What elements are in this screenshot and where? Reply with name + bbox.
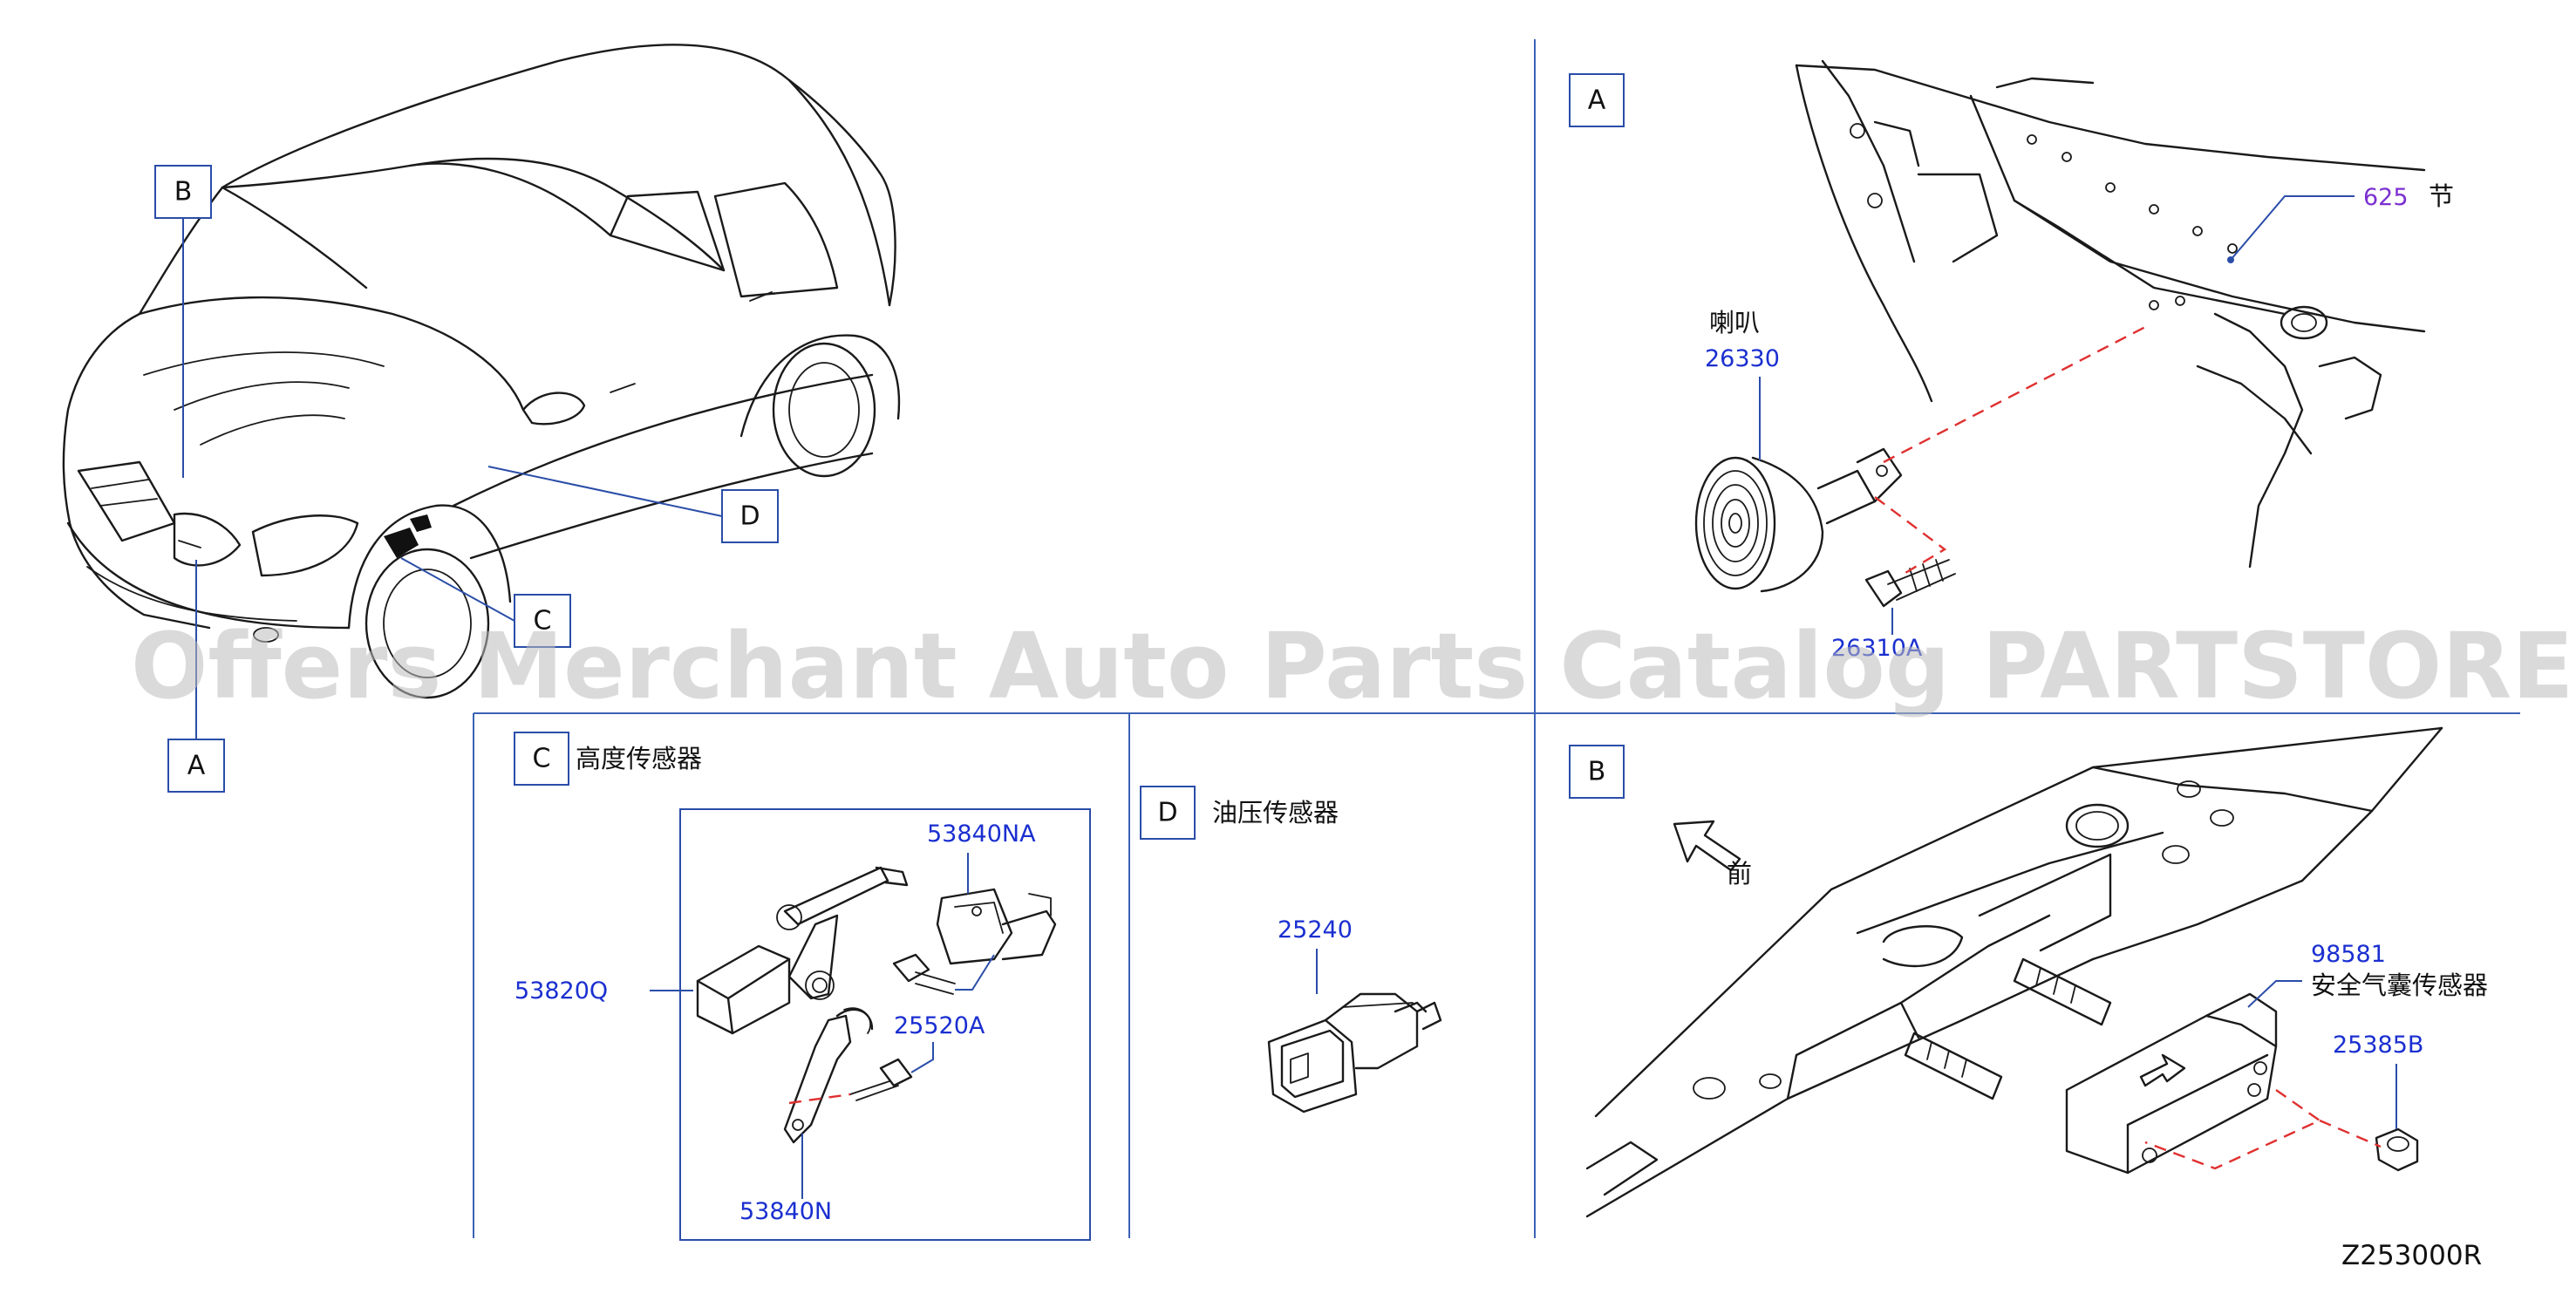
diagram-id: Z253000R	[2341, 1240, 2482, 1271]
callout-c-label: C	[534, 606, 552, 637]
callout-d: D	[721, 489, 779, 543]
oil-pressure-sensor	[1267, 992, 1442, 1114]
panel-a: A	[1569, 59, 2454, 662]
bolt-25520a	[892, 953, 956, 995]
horn-part-number: 26330	[1705, 345, 1780, 372]
panel-d-title: 油压传感器	[1212, 798, 1339, 827]
panel-c-letter: C	[533, 744, 551, 774]
mounting-studs	[1904, 957, 2112, 1100]
connector-bracket	[936, 888, 1057, 965]
part-53840n: 53840N	[739, 1198, 832, 1225]
front-cross-member	[1795, 59, 2426, 569]
bolt-lower	[849, 1058, 913, 1101]
callout-a-label: A	[187, 751, 206, 781]
panel-b-letter: B	[1588, 757, 1606, 787]
height-sensor-assembly	[696, 866, 909, 1144]
nut-part-number: 25385B	[2333, 1032, 2423, 1059]
part-25520a: 25520A	[894, 1012, 985, 1039]
panel-c-title: 高度传感器	[576, 744, 702, 773]
nut	[2375, 1127, 2419, 1172]
part-25240: 25240	[1278, 916, 1353, 943]
part-53840na: 53840NA	[927, 821, 1036, 848]
callout-d-label: D	[739, 501, 760, 532]
panel-b: B 前	[1569, 726, 2488, 1218]
watermark: Offers Merchant Auto Parts Catalog PARTS…	[131, 613, 2576, 719]
bolt-part-number: 26310A	[1831, 635, 1923, 662]
panel-dividers	[473, 39, 2520, 1238]
part-53820q: 53820Q	[515, 977, 608, 1005]
horn-cn-label: 喇叭	[1709, 308, 1760, 337]
panel-d-letter: D	[1157, 798, 1177, 828]
label-625-cn: 节	[2429, 181, 2454, 211]
panel-c: C 高度传感器 53820Q	[514, 732, 1091, 1241]
front-arrow-icon	[1673, 820, 1741, 872]
sensor-part-number: 98581	[2311, 941, 2386, 968]
airbag-sensor	[2065, 992, 2278, 1175]
horn	[1694, 447, 1903, 593]
panel-a-letter: A	[1588, 85, 1606, 116]
callout-a: A	[167, 739, 225, 793]
sensor-cn-label: 安全气囊传感器	[2311, 970, 2488, 1000]
horn-bolt	[1864, 559, 1956, 608]
floor-tunnel	[1585, 726, 2443, 1218]
vehicle-illustration	[62, 44, 901, 699]
panel-d: D 油压传感器 25240	[1140, 786, 1442, 1114]
callout-b-label: B	[174, 177, 193, 208]
label-625: 625	[2363, 184, 2409, 211]
callout-c: C	[514, 594, 571, 648]
front-cn-label: 前	[1727, 859, 1752, 889]
callout-b: B	[154, 165, 212, 219]
vehicle-callout-leaders	[182, 218, 723, 739]
